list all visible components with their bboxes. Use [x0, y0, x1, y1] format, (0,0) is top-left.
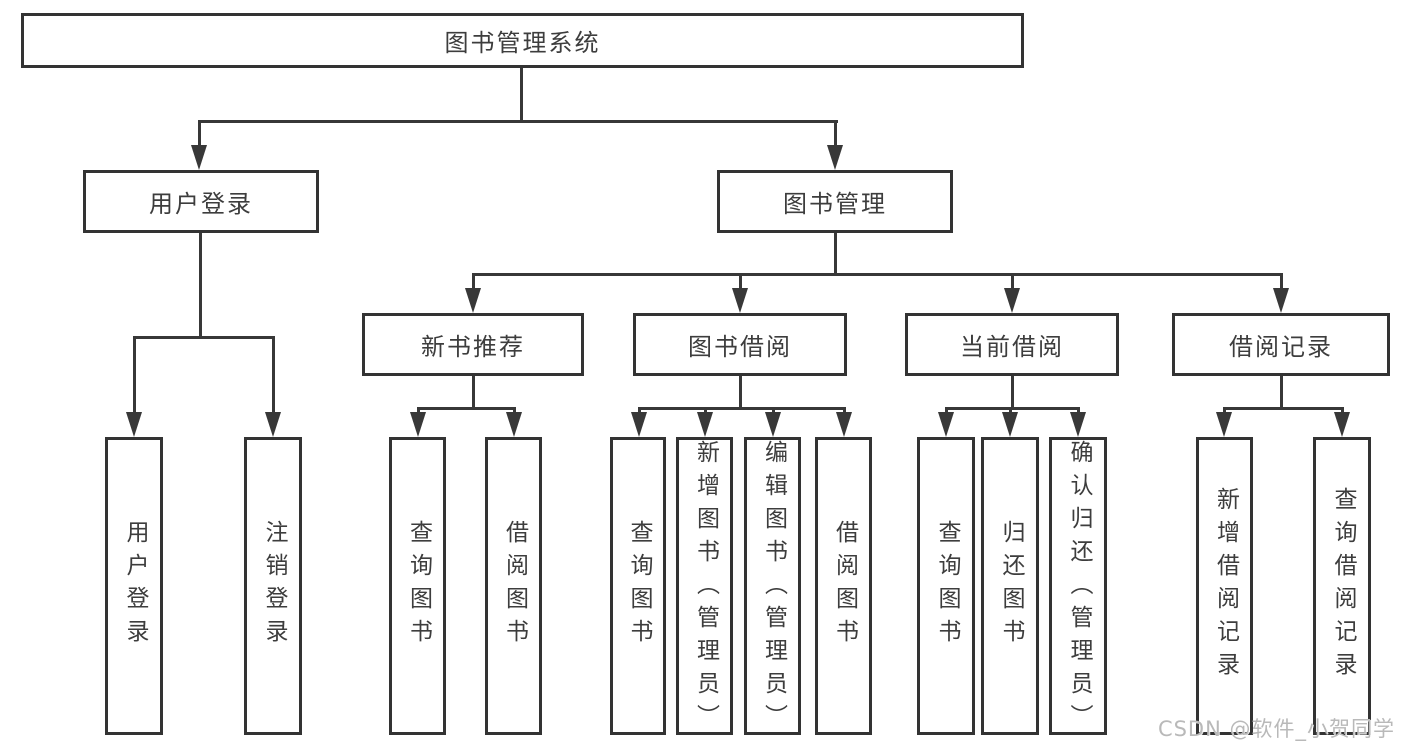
node-borrowing-records-label: 借阅记录	[1229, 333, 1333, 361]
leaf-nb-query-books-label: 查询图书	[405, 520, 432, 652]
leaf-cb-return-books: 归还图书	[981, 437, 1039, 735]
leaf-cb-query-books-label: 查询图书	[933, 520, 960, 652]
connector-line	[472, 273, 475, 291]
connector-line	[417, 407, 515, 410]
arrow-down-icon	[1004, 288, 1020, 313]
leaf-br-query-record-label: 查询借阅记录	[1329, 487, 1356, 685]
connector-line	[739, 376, 742, 407]
leaf-cb-query-books: 查询图书	[917, 437, 975, 735]
leaf-bb-query-books-label: 查询图书	[625, 520, 652, 652]
arrow-down-icon	[765, 412, 781, 437]
connector-line	[1011, 273, 1014, 291]
connector-line	[472, 376, 475, 407]
connector-line	[198, 120, 838, 123]
leaf-user-login-label: 用户登录	[121, 520, 148, 652]
leaf-nb-borrow-books: 借阅图书	[485, 437, 542, 735]
arrow-down-icon	[697, 412, 713, 437]
node-book-borrowing-label: 图书借阅	[688, 333, 792, 361]
node-user-login: 用户登录	[83, 170, 319, 233]
leaf-bb-query-books: 查询图书	[610, 437, 666, 735]
connector-line	[520, 68, 523, 120]
leaf-bb-add-books-admin-label: 新增图书（管理员）	[692, 440, 719, 737]
connector-line	[1341, 407, 1344, 415]
node-book-borrowing: 图书借阅	[633, 313, 847, 376]
arrow-down-icon	[465, 288, 481, 313]
leaf-nb-borrow-books-label: 借阅图书	[501, 520, 528, 652]
arrow-down-icon	[836, 412, 852, 437]
leaf-bb-edit-books-admin-label: 编辑图书（管理员）	[760, 440, 787, 737]
leaf-bb-edit-books-admin: 编辑图书（管理员）	[744, 437, 801, 737]
connector-line	[472, 273, 1282, 276]
connector-line	[417, 407, 420, 415]
node-current-borrowing-label: 当前借阅	[960, 333, 1064, 361]
leaf-cb-confirm-return-admin: 确认归还（管理员）	[1049, 437, 1107, 737]
arrow-down-icon	[506, 412, 522, 437]
arrow-down-icon	[1002, 412, 1018, 437]
connector-line	[272, 336, 275, 414]
connector-line	[1280, 376, 1283, 407]
connector-line	[945, 407, 948, 415]
arrow-down-icon	[938, 412, 954, 437]
arrow-down-icon	[827, 145, 843, 170]
connector-line	[843, 407, 846, 415]
arrow-down-icon	[1216, 412, 1232, 437]
connector-line	[1011, 376, 1014, 407]
node-book-management: 图书管理	[717, 170, 953, 233]
leaf-bb-borrow-books-label: 借阅图书	[831, 520, 858, 652]
arrow-down-icon	[1273, 288, 1289, 313]
connector-line	[834, 233, 837, 273]
connector-line	[1223, 407, 1342, 410]
leaf-logout: 注销登录	[244, 437, 302, 735]
connector-line	[834, 120, 837, 148]
leaf-cb-return-books-label: 归还图书	[997, 520, 1024, 652]
leaf-bb-add-books-admin: 新增图书（管理员）	[676, 437, 733, 737]
connector-line	[1280, 273, 1283, 291]
leaf-nb-query-books: 查询图书	[389, 437, 446, 735]
arrow-down-icon	[1334, 412, 1350, 437]
connector-line	[772, 407, 775, 415]
leaf-br-add-record: 新增借阅记录	[1196, 437, 1253, 735]
node-new-book-recommend: 新书推荐	[362, 313, 584, 376]
connector-line	[1077, 407, 1080, 415]
leaf-logout-label: 注销登录	[260, 520, 287, 652]
connector-line	[945, 407, 1079, 410]
leaf-user-login: 用户登录	[105, 437, 163, 735]
arrow-down-icon	[732, 288, 748, 313]
connector-line	[704, 407, 707, 415]
node-new-book-recommend-label: 新书推荐	[421, 333, 525, 361]
arrow-down-icon	[126, 412, 142, 437]
node-root: 图书管理系统	[21, 13, 1024, 68]
arrow-down-icon	[410, 412, 426, 437]
watermark: CSDN @软件_小贺同学	[1157, 717, 1395, 741]
node-borrowing-records: 借阅记录	[1172, 313, 1390, 376]
leaf-br-query-record: 查询借阅记录	[1313, 437, 1371, 735]
leaf-bb-borrow-books: 借阅图书	[815, 437, 872, 735]
arrow-down-icon	[191, 145, 207, 170]
connector-line	[638, 407, 846, 410]
connector-line	[199, 233, 202, 336]
connector-line	[1223, 407, 1226, 415]
leaf-cb-confirm-return-admin-label: 确认归还（管理员）	[1065, 440, 1092, 737]
leaf-br-add-record-label: 新增借阅记录	[1212, 487, 1239, 685]
connector-line	[638, 407, 641, 415]
connector-line	[133, 336, 274, 339]
node-user-login-label: 用户登录	[149, 190, 253, 218]
arrow-down-icon	[1070, 412, 1086, 437]
arrow-down-icon	[265, 412, 281, 437]
connector-line	[198, 120, 201, 148]
node-current-borrowing: 当前借阅	[905, 313, 1119, 376]
connector-line	[133, 336, 136, 414]
node-book-management-label: 图书管理	[783, 190, 887, 218]
connector-line	[739, 273, 742, 291]
node-root-label: 图书管理系统	[444, 29, 601, 57]
connector-line	[513, 407, 516, 415]
arrow-down-icon	[631, 412, 647, 437]
connector-line	[1009, 407, 1012, 415]
